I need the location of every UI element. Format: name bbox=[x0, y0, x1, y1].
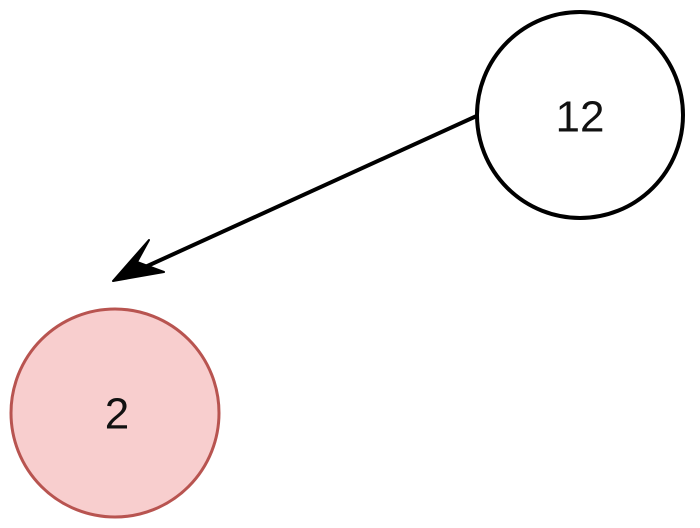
node-2[interactable]: 2 bbox=[9, 307, 221, 519]
arrowhead-icon bbox=[112, 239, 165, 282]
node-circle bbox=[9, 307, 221, 519]
edge-12-to-2[interactable] bbox=[112, 112, 482, 282]
node-label: 12 bbox=[556, 93, 605, 142]
edge-line bbox=[131, 112, 482, 275]
node-12[interactable]: 12 bbox=[475, 10, 685, 220]
node-label: 2 bbox=[105, 390, 129, 439]
node-circle bbox=[475, 10, 685, 220]
